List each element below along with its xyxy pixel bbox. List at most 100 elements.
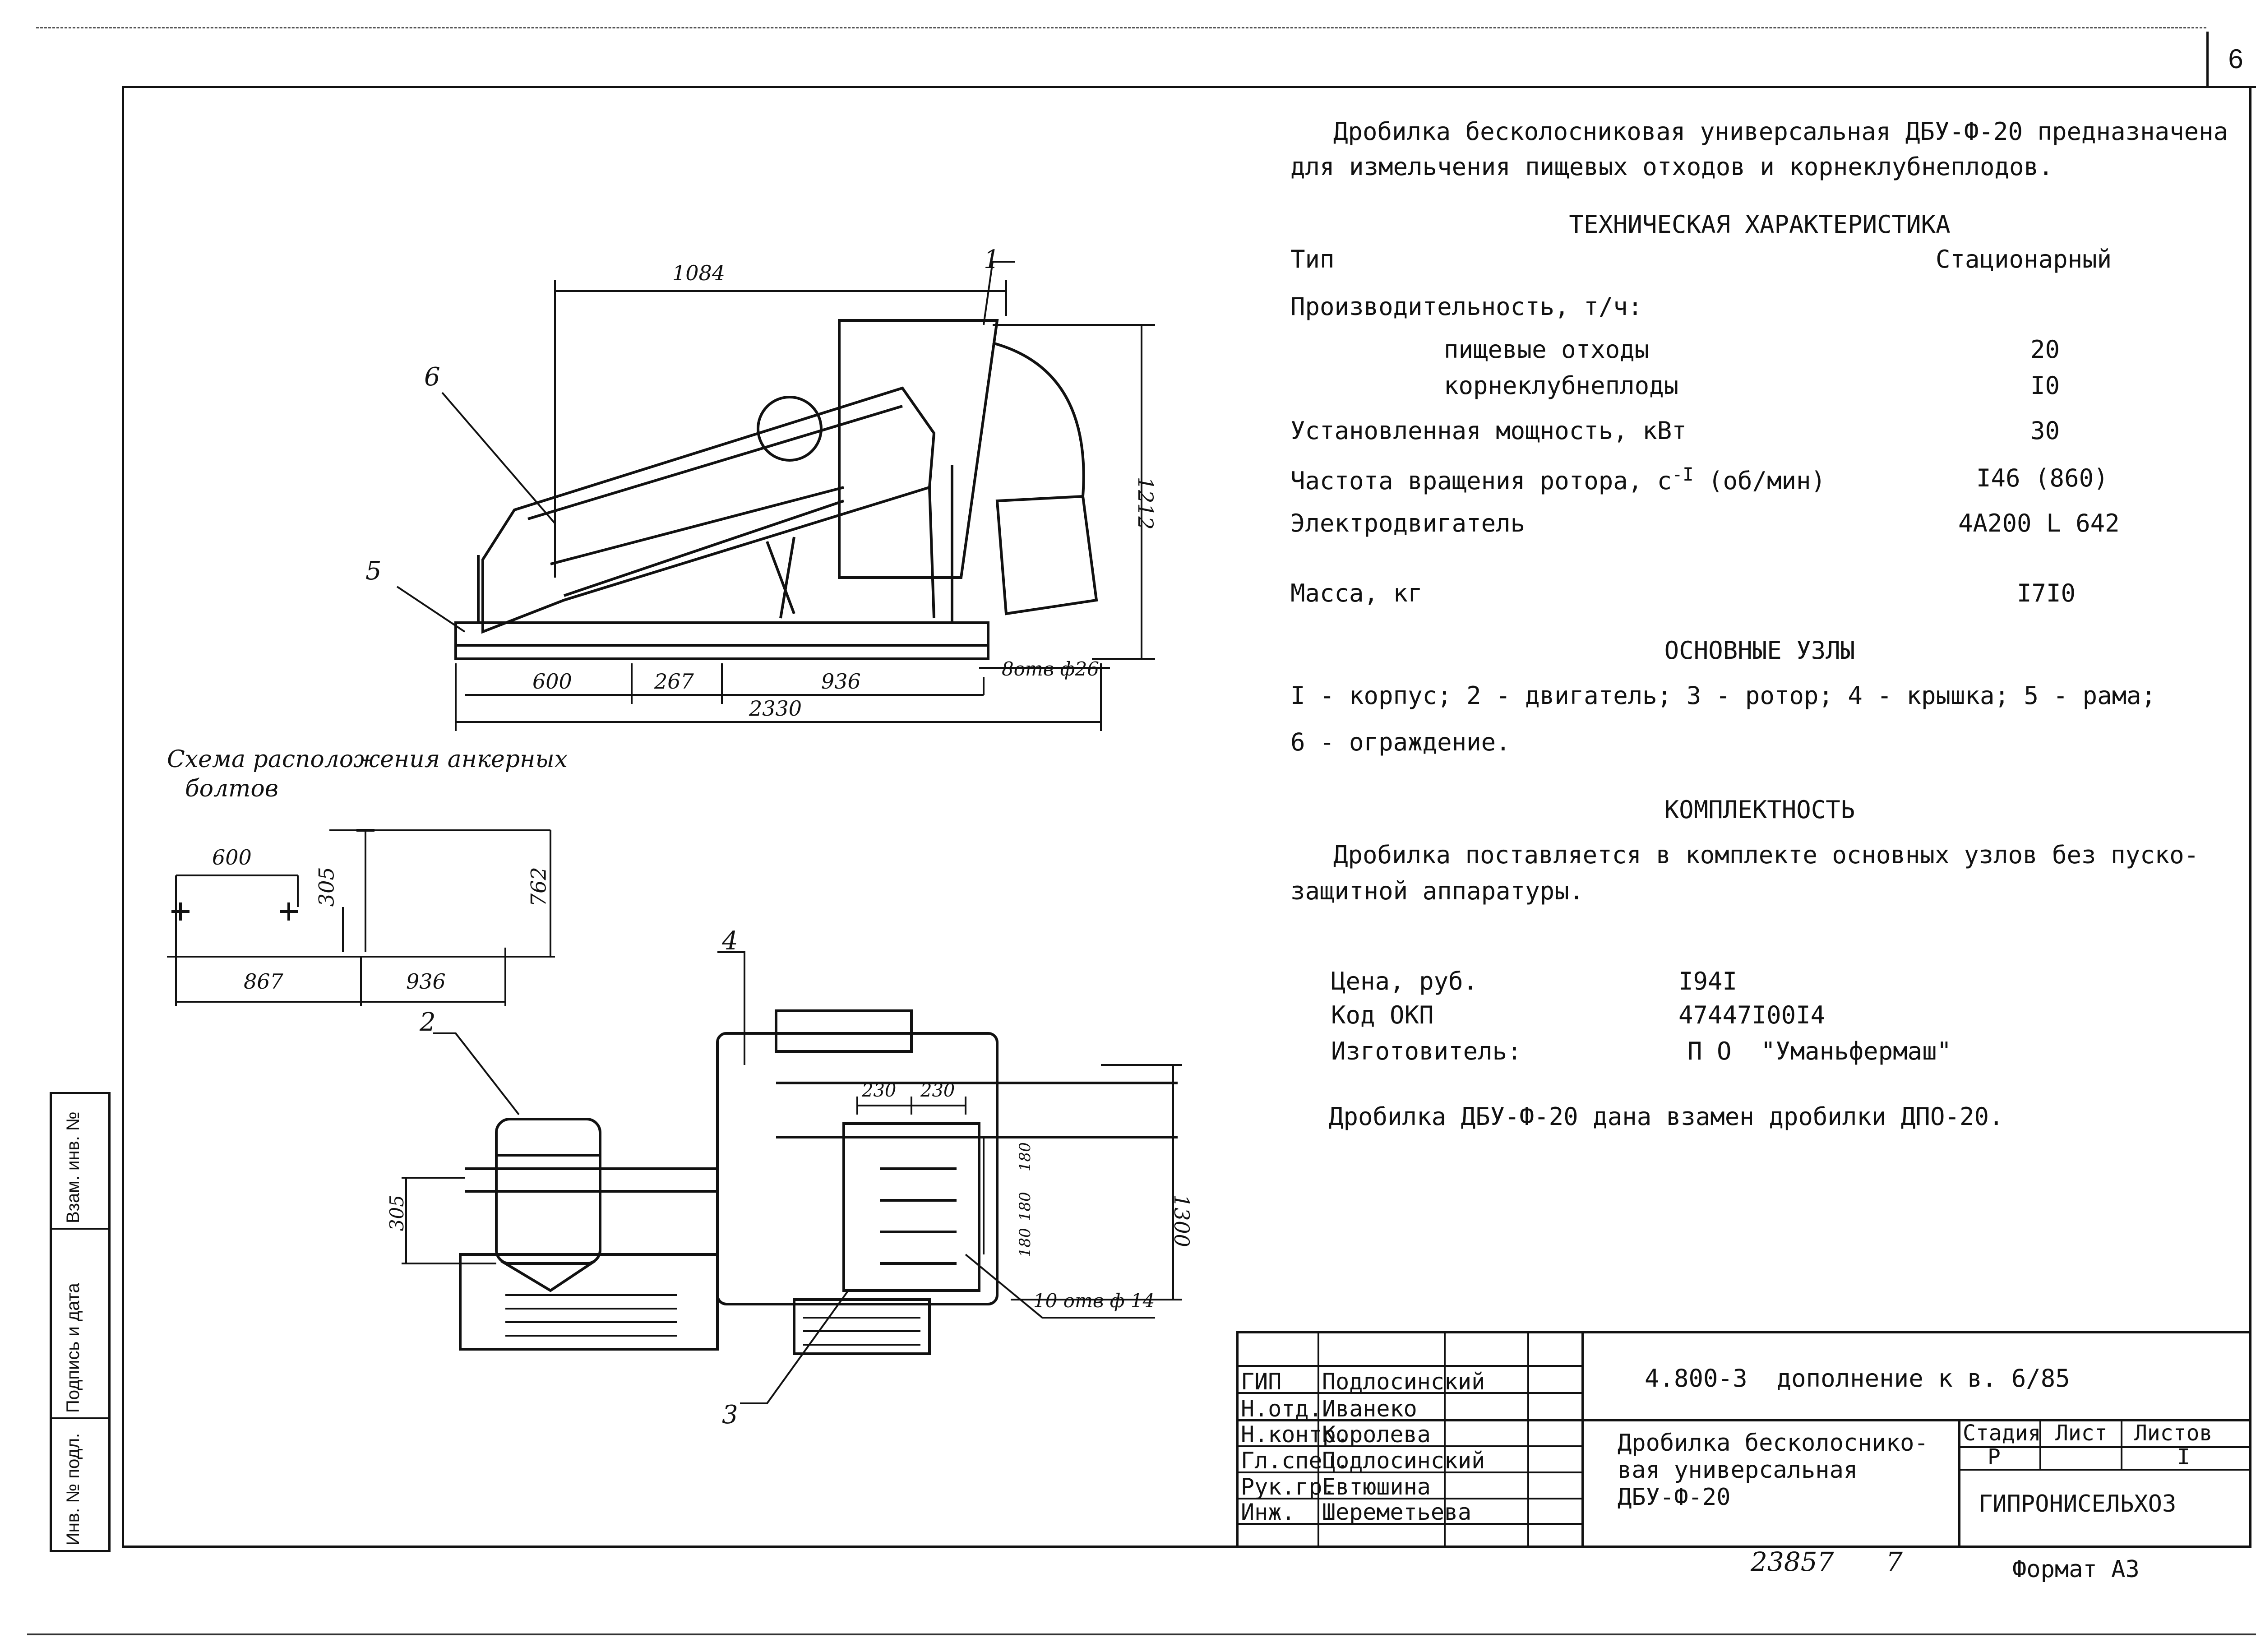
dim-2330-line	[455, 663, 1102, 731]
sheets-header: Листов	[2134, 1421, 2213, 1446]
signatory-role: Н.отд.	[1241, 1396, 1322, 1422]
plan-1300-label: 1300	[1169, 1194, 1194, 1247]
holes-8-label: 8отв ф26	[1002, 658, 1099, 680]
stamp-label-signature: Подпись и дата	[63, 1283, 83, 1413]
callout-2: 2	[420, 1008, 436, 1037]
dim-row-1	[465, 663, 984, 704]
dim-1084: 1084	[672, 261, 726, 285]
dim-600: 600	[532, 669, 572, 694]
leader-4	[717, 951, 745, 1065]
tech-type-label: Тип	[1290, 245, 1335, 273]
plan-230b-label: 230	[920, 1080, 955, 1101]
base-frame	[454, 621, 989, 647]
archive-number: 23857	[1751, 1546, 1834, 1577]
dim-267: 267	[654, 669, 694, 694]
drawing-lines	[167, 261, 1182, 1404]
signatory-role: Гл.спец.	[1241, 1448, 1350, 1474]
tb-vline-1	[1318, 1333, 1319, 1546]
tb-vline-2	[1444, 1333, 1446, 1546]
drawing-frame	[122, 86, 2251, 1548]
tech-roots-label: корнеклубнеплоды	[1444, 371, 1679, 400]
tb-vline-5	[1958, 1419, 1960, 1546]
signatory-role: ГИП	[1241, 1369, 1282, 1395]
scheme-top-row	[329, 829, 551, 957]
tb-hline-5	[1239, 1498, 1581, 1499]
plan-180b-label: 180	[1016, 1192, 1034, 1222]
scheme-936: 936	[406, 969, 446, 994]
leader-1	[983, 261, 1015, 325]
plan-230	[856, 1097, 966, 1115]
callout-1: 1	[984, 245, 1000, 274]
rotor-hammers	[880, 1167, 957, 1265]
shaft-lines	[465, 1167, 717, 1193]
price-value: I94I	[1678, 967, 1738, 995]
signatory-name: Иванеко	[1322, 1396, 1417, 1422]
motor-taper	[500, 1262, 596, 1292]
complete-line-1: Дробилка поставляется в комплекте основн…	[1333, 841, 2199, 869]
tb-hline-7	[1958, 1446, 2249, 1448]
tech-food-waste-label: пищевые отходы	[1444, 335, 1650, 364]
leader-2	[433, 1032, 520, 1115]
title-block: 4.800-3 дополнение к в. 6/85 Дробилка бе…	[1236, 1331, 2251, 1548]
rotation-unit: (об/мин)	[1708, 467, 1826, 495]
description-line-1: Дробилка бесколосниковая универсальная Д…	[1333, 117, 2228, 146]
units-line-2: 6 - ограждение.	[1290, 728, 1511, 756]
price-label: Цена, руб.	[1331, 967, 1478, 995]
organization: ГИПРОНИСЕЛЬХОЗ	[1979, 1490, 2177, 1518]
doc-code: 4.800-3 дополнение к в. 6/85	[1645, 1364, 2070, 1393]
sheets-value: I	[2177, 1444, 2190, 1470]
holes-10-label: 10 отв ф 14	[1033, 1290, 1155, 1312]
holes-8-leader	[979, 667, 1110, 695]
signatory-role: Н.контр.	[1241, 1421, 1350, 1448]
okp-value: 47447I00I4	[1678, 1001, 1826, 1029]
tb-hline-1	[1239, 1392, 1581, 1394]
tech-motor-value: 4А200 L 642	[1958, 509, 2120, 537]
complete-line-2: защитной аппаратуры.	[1290, 877, 1584, 905]
signatory-name: Королева	[1322, 1421, 1431, 1448]
plan-1300	[1011, 1064, 1182, 1300]
complete-heading: КОМПЛЕКТНОСТЬ	[1664, 796, 1855, 824]
maker-value: П О "Уманьфермаш"	[1687, 1037, 1952, 1065]
sheet-header: Лист	[2055, 1421, 2108, 1446]
scheme-600: 600	[212, 845, 252, 870]
frame-braces	[766, 487, 935, 619]
scheme-867: 867	[244, 969, 283, 994]
rotation-text: Частота вращения ротора, с	[1290, 467, 1672, 495]
posts	[477, 465, 953, 623]
signatory-name: Подлосинский	[1322, 1369, 1485, 1395]
plan-180a-label: 180	[1016, 1142, 1034, 1172]
tech-power-label: Установленная мощность, кВт	[1290, 416, 1687, 445]
bolt-markers	[171, 829, 374, 921]
description-line-2: для измельчения пищевых отходов и корнек…	[1290, 153, 2053, 181]
bottom-cut-line	[27, 1633, 2256, 1635]
format-label: Формат А3	[2012, 1556, 2140, 1583]
dim-1212: 1212	[1133, 477, 1158, 530]
tb-hline-8	[1958, 1469, 2249, 1471]
tech-mass-value: I7I0	[2017, 579, 2076, 607]
rotor-bottom	[793, 1298, 931, 1355]
dim-2330: 2330	[749, 696, 802, 721]
units-heading: ОСНОВНЫЕ УЗЛЫ	[1664, 636, 1855, 665]
signatory-role: Рук.гр.	[1241, 1474, 1336, 1500]
signatory-name: Шереметьева	[1322, 1499, 1472, 1525]
plan-305-label: 305	[385, 1195, 408, 1231]
scheme-title-2: болтов	[185, 775, 279, 802]
stamp-cell-signature: Подпись и дата	[52, 1230, 108, 1419]
top-flange	[775, 1009, 913, 1053]
dim-1212-line	[993, 324, 1155, 660]
plan-230a-label: 230	[862, 1080, 897, 1101]
base-ribs	[505, 1294, 677, 1337]
guard-slot-2	[564, 500, 844, 597]
tb-vline-6	[2039, 1419, 2041, 1469]
maker-label: Изготовитель:	[1331, 1037, 1522, 1065]
callout-4: 4	[722, 926, 738, 956]
sheet-number: 6	[2206, 32, 2256, 88]
scheme-title-1: Схема расположения анкерных	[167, 746, 568, 773]
tech-rotation-value: I46 (860)	[1976, 464, 2108, 492]
hopper-outline	[838, 319, 999, 579]
stage-value: Р	[1988, 1444, 2001, 1470]
signatory-role: Инж.	[1241, 1499, 1295, 1525]
guard-cover	[481, 386, 936, 634]
callout-6: 6	[424, 362, 440, 392]
tech-productivity-label: Производительность, т/ч:	[1290, 292, 1643, 321]
